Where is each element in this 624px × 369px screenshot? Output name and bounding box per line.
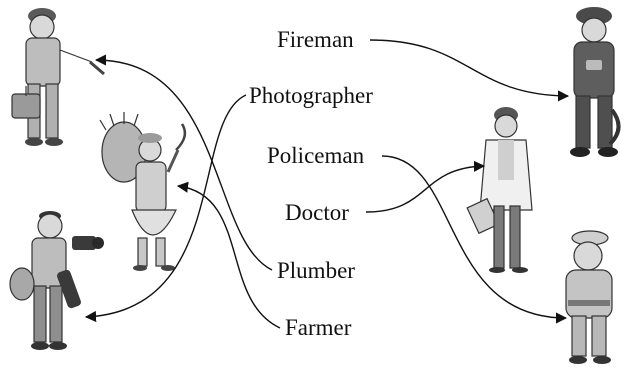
label-plumber: Plumber [277,258,355,283]
plumber-illustration [12,8,104,146]
farmer-illustration [100,112,185,271]
label-fireman: Fireman [277,27,354,52]
policeman-illustration [566,231,612,364]
arrow-doctor-to-doctor [366,166,484,212]
arrow-fireman-to-fireman [370,40,568,96]
label-policeman: Policeman [267,143,365,168]
doctor-illustration [467,107,532,273]
fireman-illustration [570,7,619,157]
photographer-illustration [10,211,104,350]
label-photographer: Photographer [249,83,373,108]
arrow-policeman-to-policeman [382,156,566,318]
label-farmer: Farmer [285,315,352,340]
label-doctor: Doctor [285,200,349,225]
